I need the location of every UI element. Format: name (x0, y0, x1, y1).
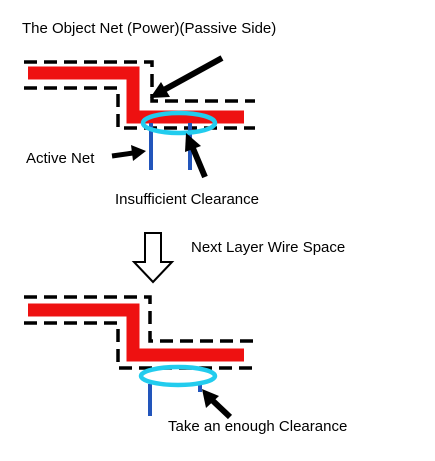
label-enough-clearance: Take an enough Clearance (168, 418, 347, 435)
clearance-ring-insufficient (140, 110, 218, 136)
keepout-outline-top (24, 60, 255, 130)
object-net-wire-top (28, 66, 244, 124)
label-insufficient-clearance: Insufficient Clearance (115, 191, 259, 208)
label-next-layer: Next Layer Wire Space (191, 239, 345, 256)
label-active-net: Active Net (26, 150, 95, 167)
arrow-to-object-net (150, 55, 224, 98)
arrow-to-active-net (111, 145, 146, 161)
panel-after: Take an enough Clearance (24, 295, 347, 435)
clearance-ring-enough (138, 364, 218, 388)
arrow-to-insufficient-clearance (185, 133, 208, 179)
diagram-title: The Object Net (Power)(Passive Side) (22, 20, 276, 37)
object-net-wire-bottom (28, 303, 244, 362)
arrow-to-enough-clearance (202, 389, 233, 420)
panel-before: Active Net Insufficient Clearance (24, 55, 259, 208)
down-arrow-icon (131, 232, 175, 284)
